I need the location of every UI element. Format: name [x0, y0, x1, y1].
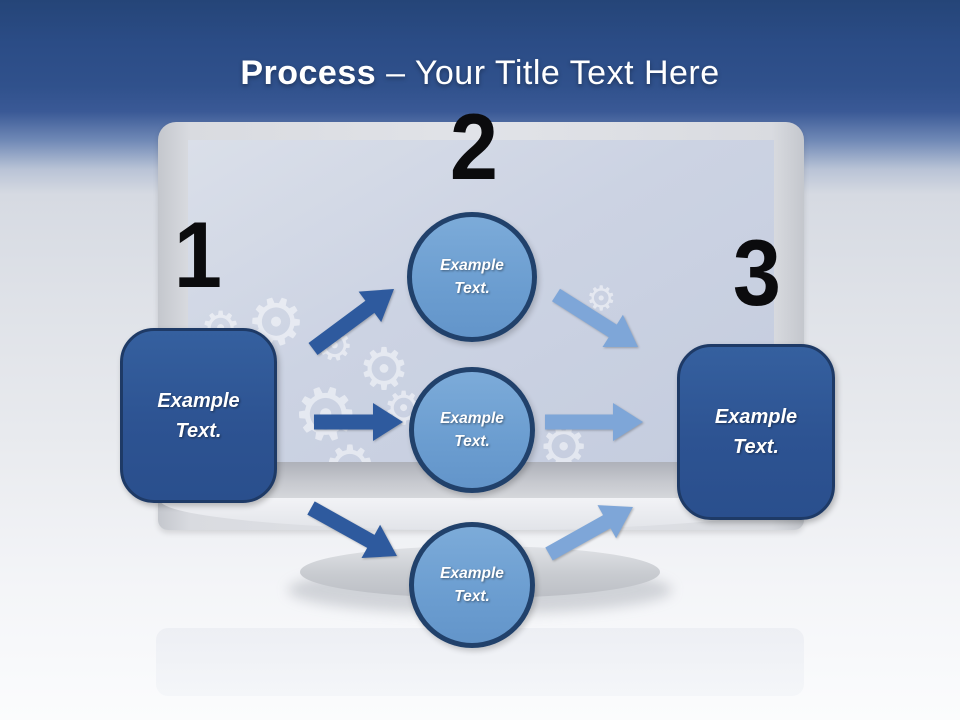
- gear-icon: ⚙: [310, 316, 360, 375]
- process-circle-top-label: Example Text.: [440, 256, 504, 297]
- process-circle-bottom-label: Example Text.: [440, 564, 504, 605]
- process-circle-top: Example Text.: [407, 212, 537, 342]
- step-number-2: 2: [449, 94, 498, 199]
- slide-title-rest: – Your Title Text Here: [386, 54, 720, 92]
- process-circle-middle: Example Text.: [409, 367, 535, 493]
- process-end-box: Example Text.: [677, 344, 835, 520]
- step-number-3: 3: [732, 220, 781, 325]
- step-number-1: 1: [173, 202, 222, 307]
- process-end-label: Example Text.: [714, 406, 798, 458]
- gear-icon: ⚙: [529, 408, 598, 462]
- slide-title: Process – Your Title Text Here: [0, 54, 960, 93]
- process-circle-bottom: Example Text.: [409, 522, 535, 648]
- process-start-label: Example Text.: [157, 389, 240, 442]
- process-start-box: Example Text.: [120, 328, 277, 503]
- process-circle-middle-label: Example Text.: [440, 409, 504, 450]
- gear-icon: ⚙: [323, 438, 377, 462]
- gear-icon: ⚙: [586, 279, 617, 319]
- slide-title-keyword: Process: [240, 54, 387, 92]
